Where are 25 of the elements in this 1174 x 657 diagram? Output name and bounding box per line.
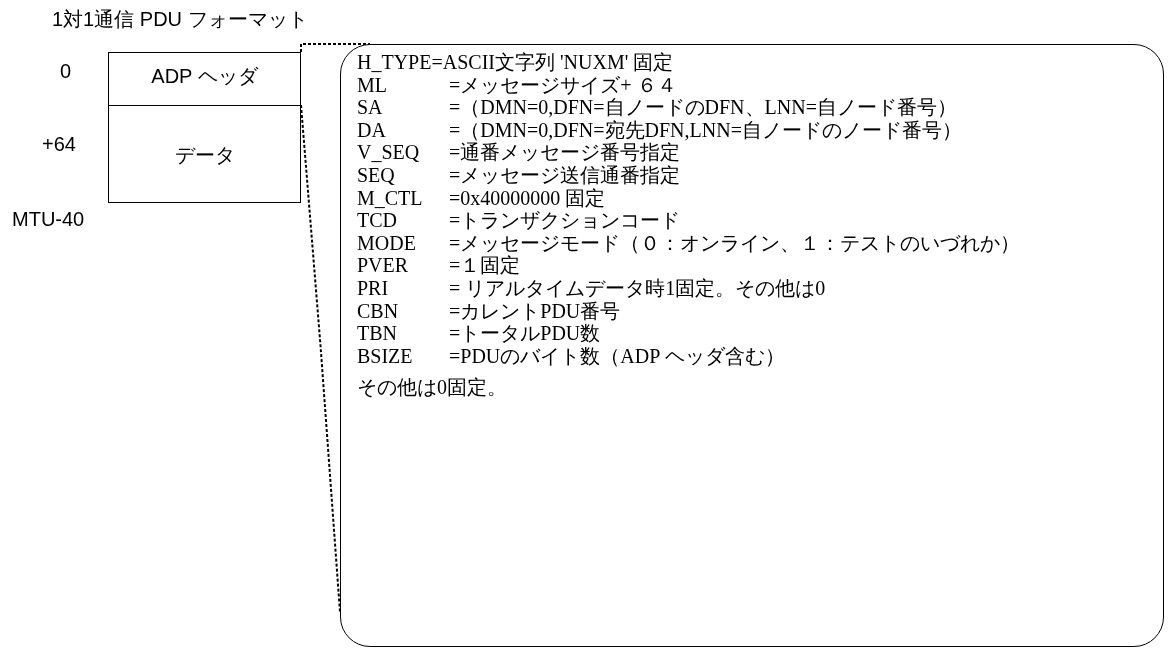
field-definition: DA =（DMN=0,DFN=宛先DFN,LNN=自ノードのノード番号） [357, 118, 963, 142]
field-definition: ML =メッセージサイズ+ ６４ [357, 73, 678, 97]
field-definition: TCD =トランザクションコード [357, 209, 682, 232]
field-name: ADP ヘッダ [150, 64, 260, 89]
field-definition: PRI = リアルタイムデータ時1固定。その他は0 [357, 276, 827, 300]
offset-label: MTU-40 [12, 208, 85, 231]
field-definition: SA =（DMN=0,DFN=自ノードのDFN、LNN=自ノード番号） [357, 96, 958, 119]
field-definition: V_SEQ =通番メッセージ番号指定 [357, 141, 682, 164]
data-field-box [108, 104, 301, 203]
field-definition: MODE =メッセージモード（０：オンライン、１：テストのいづれか） [357, 231, 1022, 255]
leader-line [300, 104, 341, 613]
field-name: データ [173, 142, 236, 168]
field-definition: SEQ =メッセージ送信通番指定 [357, 163, 682, 187]
field-definition: PVER =１固定 [357, 254, 522, 277]
field-description-callout [340, 44, 1164, 647]
diagram-title: 1対1通信 PDU フォーマット [52, 7, 308, 32]
field-definition: TBN =トータルPDU数 [357, 322, 602, 345]
offset-label: +64 [42, 133, 76, 156]
header-field-box [108, 52, 301, 106]
field-definition: H_TYPE=ASCII文字列 'NUXM' 固定 [357, 51, 675, 74]
offset-label: 0 [60, 60, 72, 83]
note-text: その他は0固定。 [357, 376, 508, 399]
field-definition: M_CTL =0x40000000 固定 [357, 186, 607, 210]
field-definition: CBN =カレントPDU番号 [357, 299, 622, 323]
field-definition: BSIZE =PDUのバイト数（ADP ヘッダ含む） [357, 344, 786, 368]
